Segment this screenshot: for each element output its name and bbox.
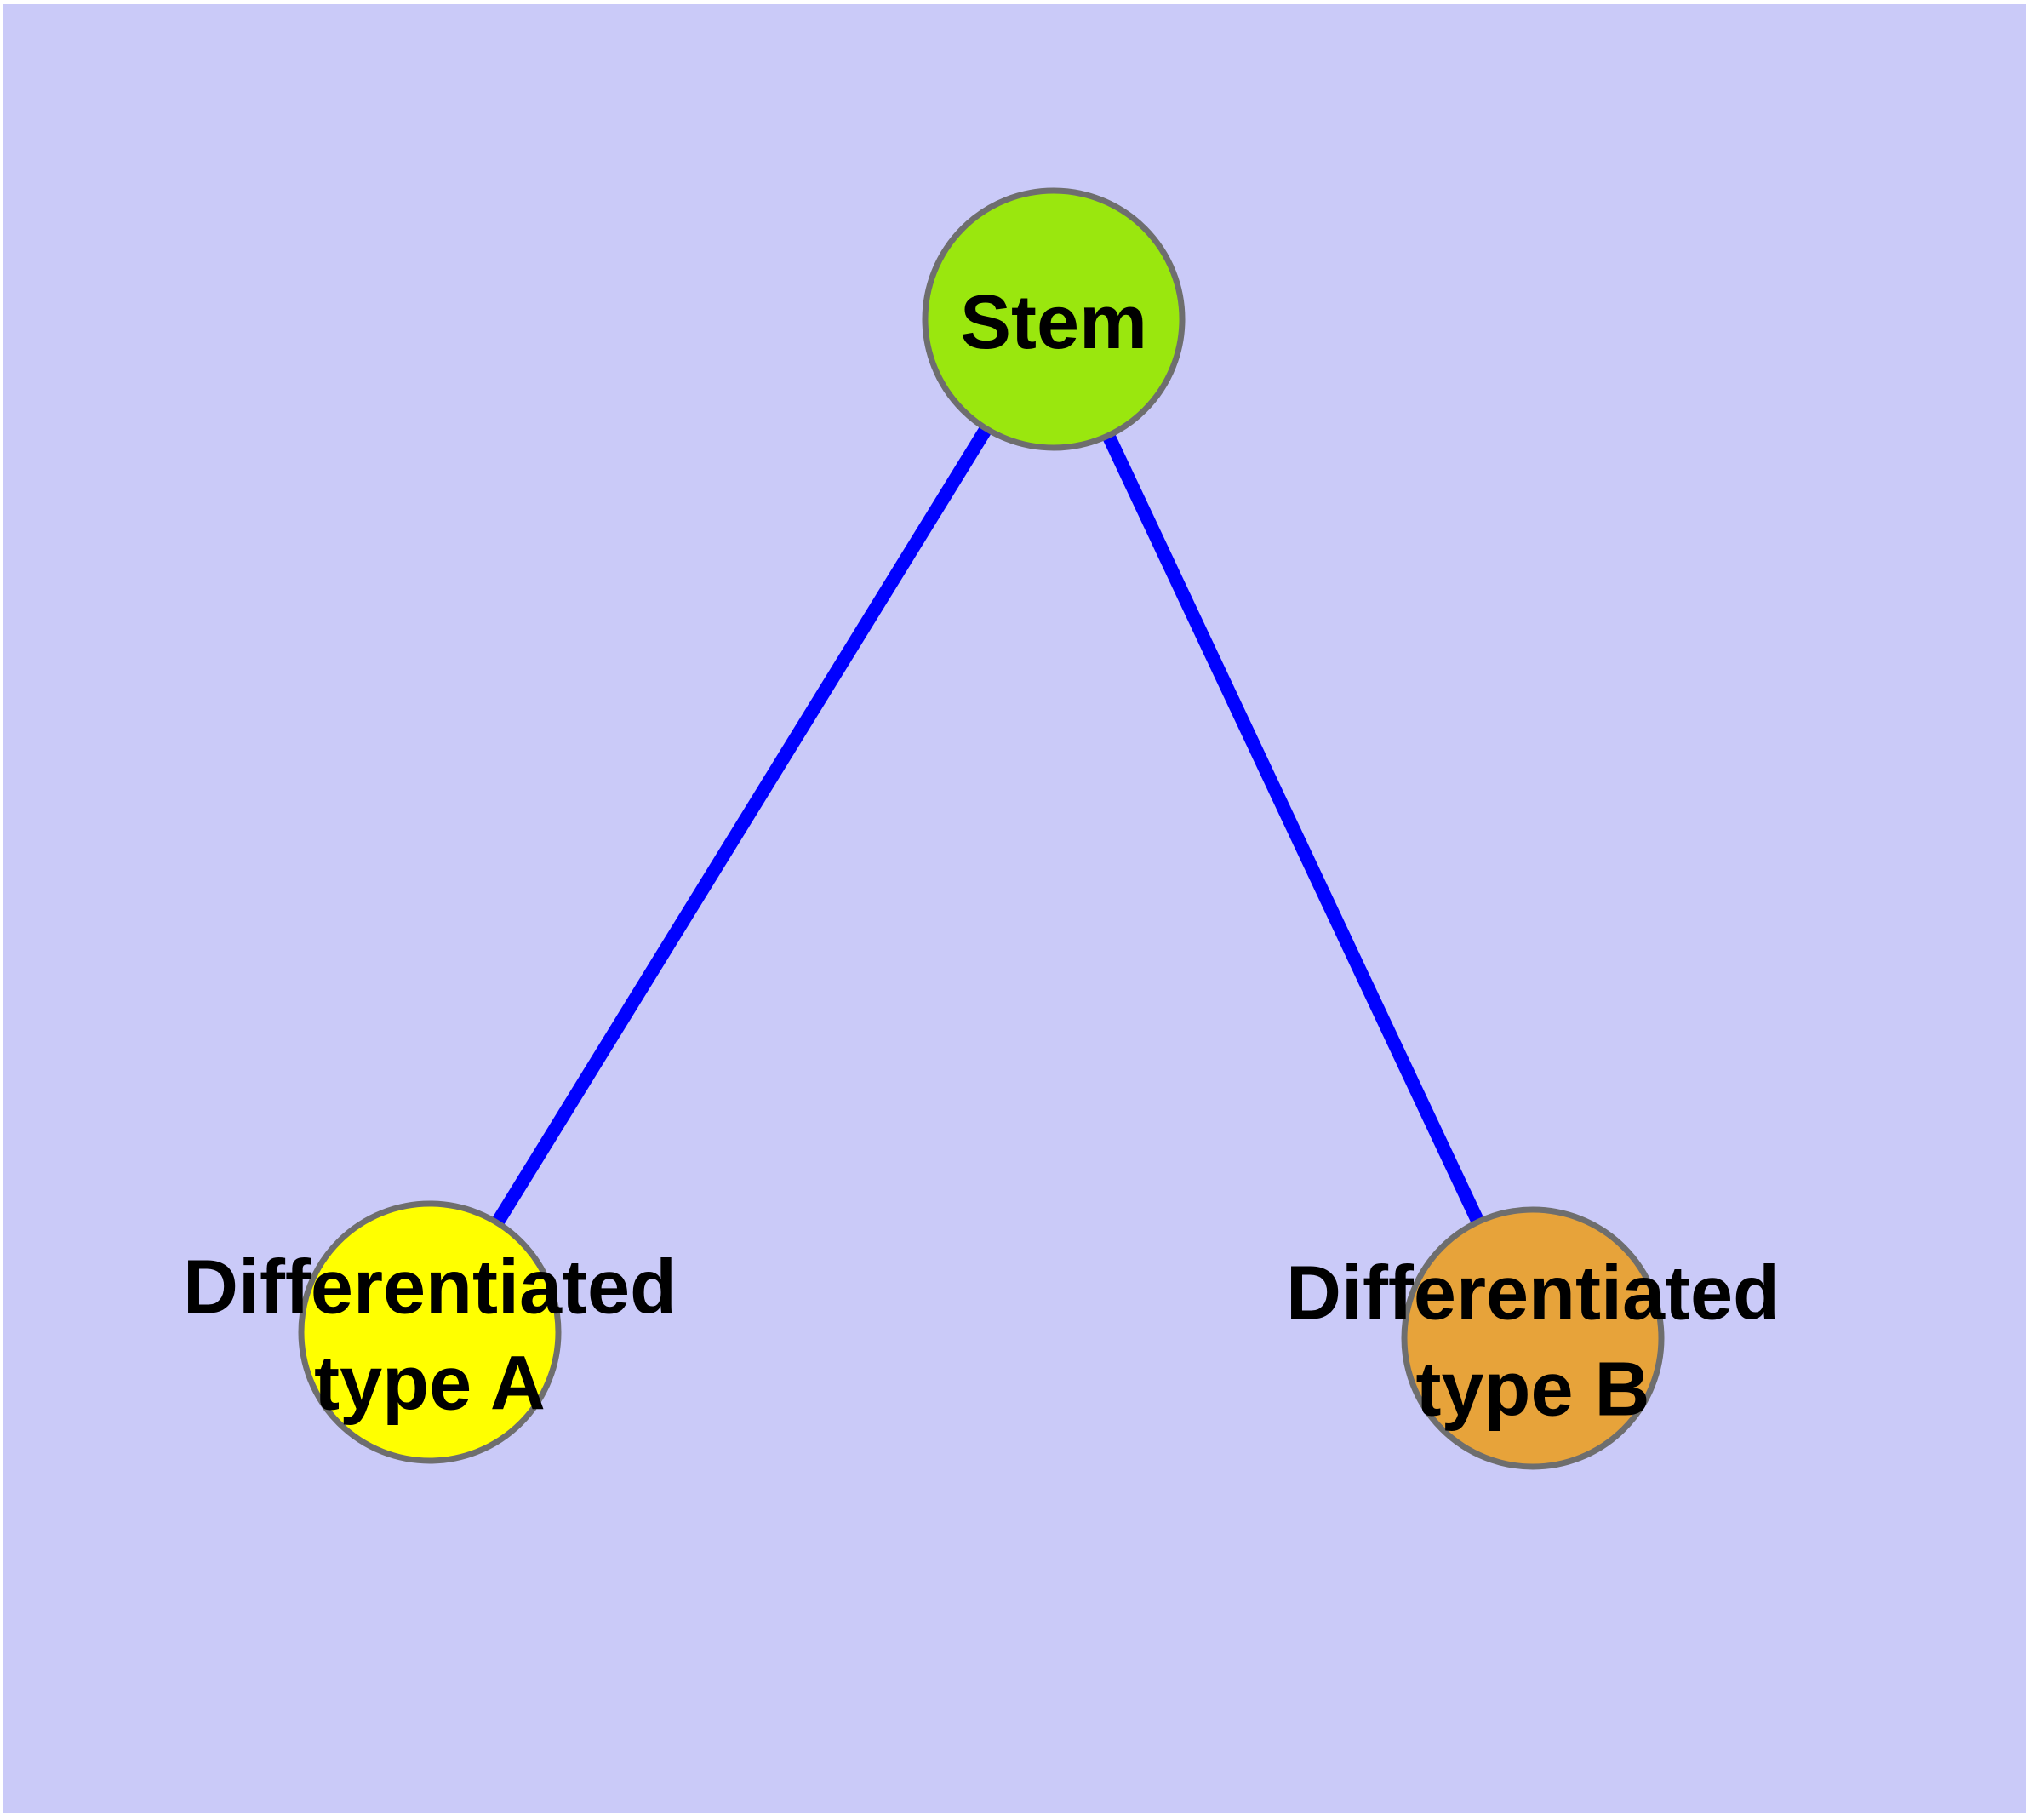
node-diff-b-circle xyxy=(1401,1206,1665,1470)
node-diff-a-label-line-1: Differentiated xyxy=(183,1245,677,1331)
node-stem-label: Stem xyxy=(960,280,1147,365)
node-diff-b-label-line-2: type B xyxy=(1415,1348,1649,1433)
node-diff-a-circle xyxy=(298,1200,562,1464)
node-diff-b-label-line-1: Differentiated xyxy=(1286,1251,1780,1336)
node-stem-circle xyxy=(922,187,1186,451)
node-diff-a-label-line-2: type A xyxy=(314,1342,546,1427)
edge-stem-to-diff-a xyxy=(424,315,1060,1336)
edges-layer xyxy=(424,315,1540,1342)
node-diff-b-label: Differentiated type B xyxy=(1286,1251,1780,1433)
node-diff-a-label: Differentiated type A xyxy=(183,1245,677,1427)
nodes-layer xyxy=(298,187,1665,1470)
edge-stem-to-diff-b xyxy=(1047,316,1540,1342)
node-stem-label-line-1: Stem xyxy=(960,280,1147,365)
